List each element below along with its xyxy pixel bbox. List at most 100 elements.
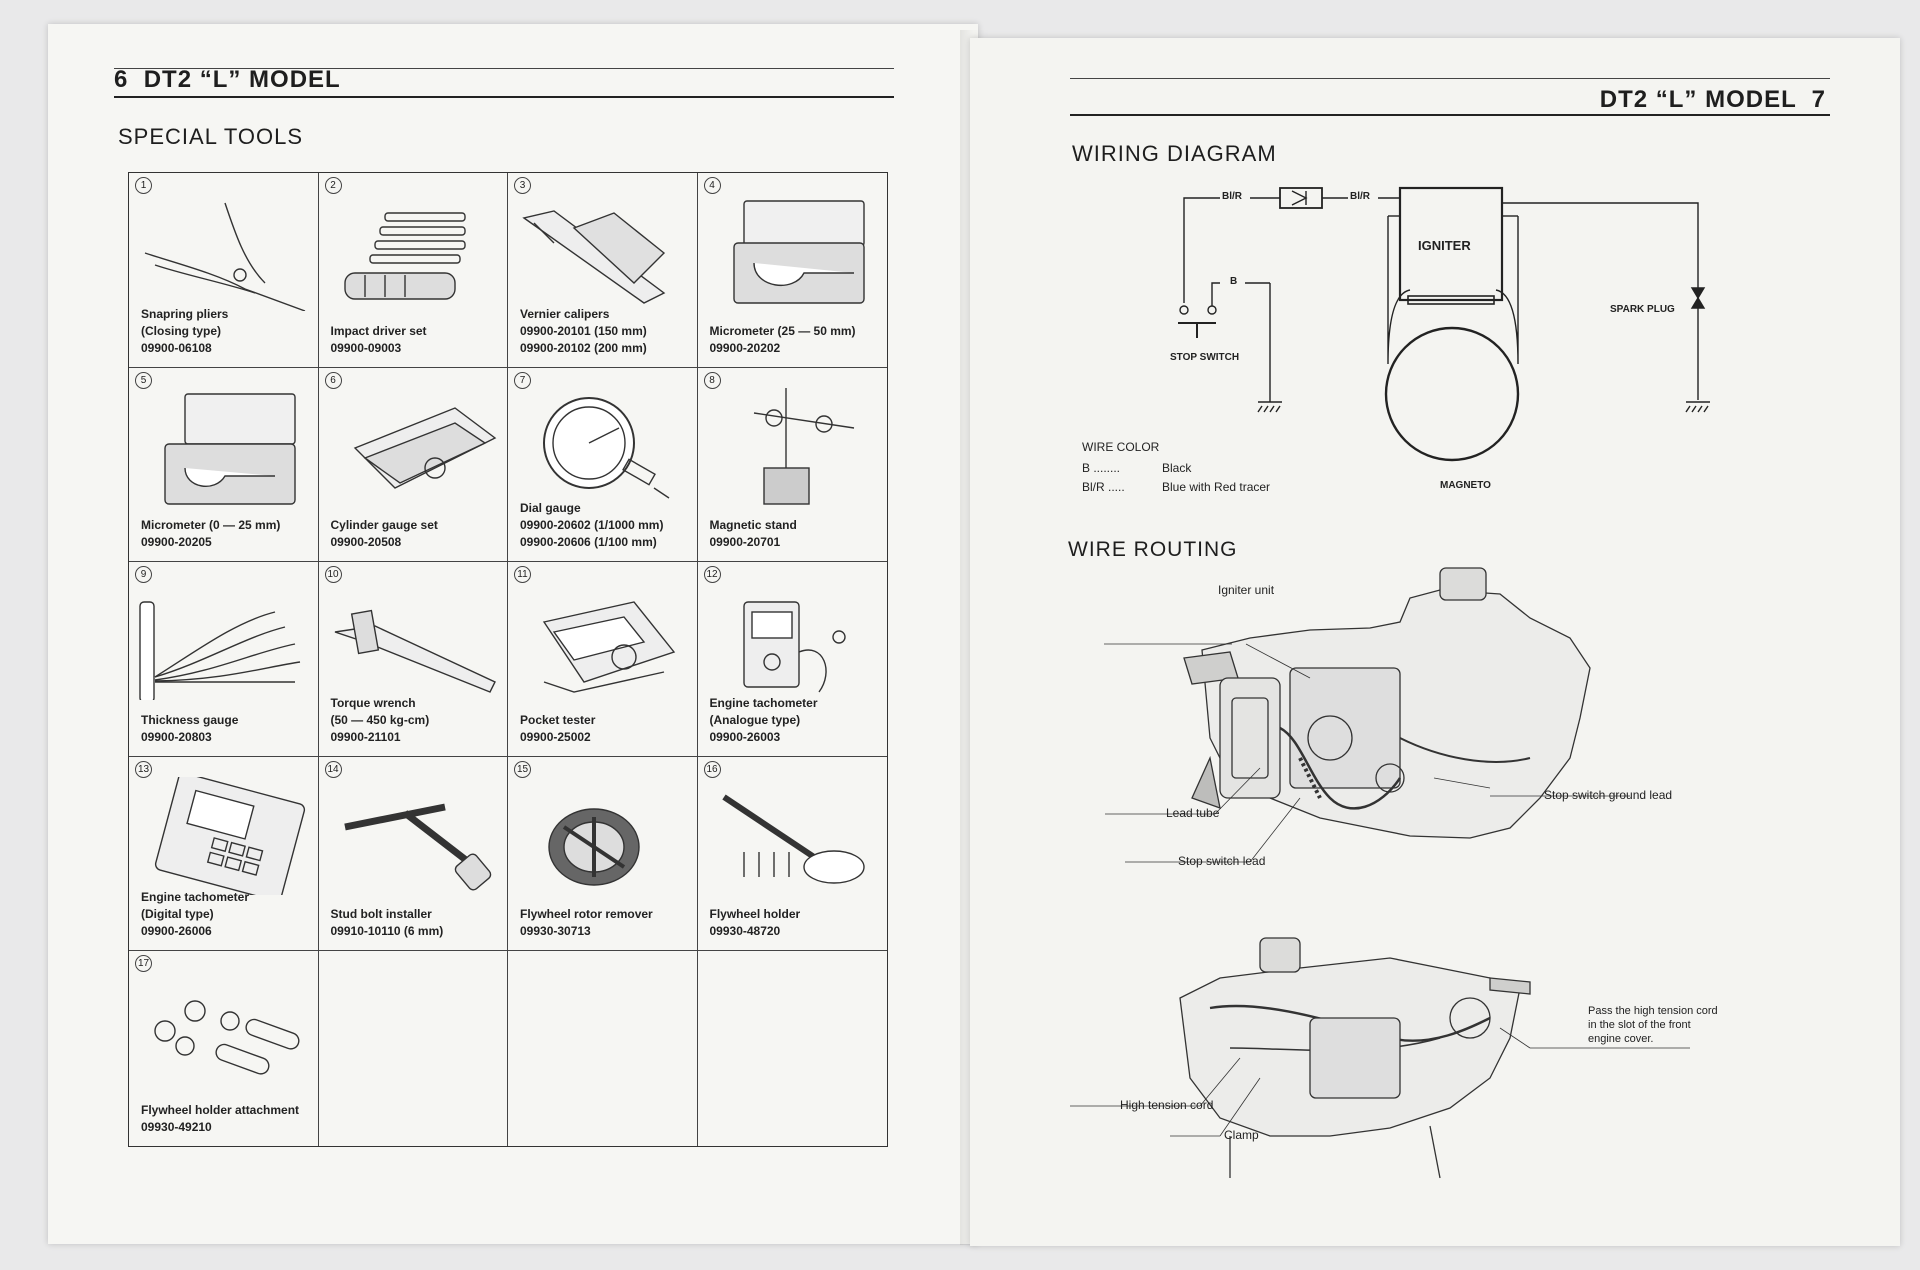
callout-high-tension-cord: High tension cord [1120, 1098, 1214, 1112]
analogue-tachometer-icon [742, 601, 846, 693]
tool-number: 3 [514, 177, 531, 194]
wiring-diagram-title: WIRING DIAGRAM [1072, 141, 1277, 166]
tool-caption-line: Thickness gauge [141, 712, 239, 727]
tool-caption-line: 09900-06108 [141, 340, 212, 355]
tool-number: 17 [135, 955, 152, 973]
callout-stop-switch-ground-lead: Stop switch ground lead [1544, 788, 1673, 802]
micrometer-small-icon [164, 392, 296, 505]
flywheel-holder-attachment-icon [154, 1000, 300, 1075]
tool-number: 9 [135, 566, 152, 584]
tool-caption-line: Impact driver set [330, 323, 427, 338]
empty-tool-cell [698, 951, 888, 1146]
tool-caption-line: Pocket tester [520, 712, 596, 727]
tool-caption-line: (Analogue type) [709, 712, 801, 727]
tool-number: 4 [703, 177, 721, 194]
tool-caption: Micrometer (25 — 50 mm) 09900-20202 [710, 323, 856, 357]
wire-color-legend: WIRE COLOR B ........ Black Bl/R ..... B… [1082, 438, 1270, 497]
tool-number: 8 [703, 371, 721, 389]
tool-caption: Vernier calipers 09900-20101 (150 mm) 0990… [520, 306, 647, 357]
tool-number: 13 [135, 760, 152, 778]
callout-pass-cord-line: in the slot of the front [1588, 1019, 1691, 1031]
wire-color-title: WIRE COLOR [1082, 440, 1160, 454]
callout-pass-cord: Pass the high tension cord in the slot o… [1588, 1004, 1718, 1046]
left-header-title: DT2 “L” MODEL [143, 66, 341, 93]
tool-caption-line: 09900-09003 [330, 340, 402, 355]
tool-caption: Stud bolt installer 09910-10110 (6 mm) [331, 906, 444, 940]
vernier-calipers-icon [522, 210, 666, 304]
flywheel-holder-icon [721, 794, 865, 884]
impact-driver-icon [343, 212, 466, 300]
tool-caption: Torque wrench(50 — 450 kg-cm)09900-21101 [331, 695, 430, 746]
tool-caption-line: 09900-20102 (200 mm) [520, 340, 647, 355]
stud-bolt-installer-icon [343, 803, 491, 891]
tool-caption: Engine tachometer(Analogue type)09900-26… [710, 695, 818, 746]
pocket-tester-icon [542, 601, 676, 693]
tool-caption-line: Snapring pliers [141, 306, 229, 321]
tool-number: 11 [514, 566, 531, 584]
tool-caption-line: Flywheel holder [709, 907, 801, 922]
tool-number: 12 [703, 566, 721, 584]
wire-label-top-right: Bl/R [1350, 191, 1370, 202]
tool-number: 15 [514, 760, 531, 778]
callout-igniter-unit: Igniter unit [1218, 583, 1275, 597]
tool-number: 16 [703, 760, 721, 778]
callout-stop-switch-lead: Stop switch lead [1178, 854, 1266, 868]
tool-caption-line: Torque wrench [330, 695, 416, 710]
cylinder-gauge-icon [353, 406, 496, 489]
special-tools-title: SPECIAL TOOLS [118, 124, 304, 149]
tool-caption-line: Stud bolt installer [330, 907, 432, 922]
tool-caption-line: 09900-20202 [709, 340, 781, 355]
tool-caption-line: Flywheel holder attachment [141, 1103, 300, 1117]
tool-caption-line: 09930-30713 [520, 924, 591, 939]
tool-caption-line: Vernier calipers [520, 306, 610, 321]
tool-caption-line: 09900-20101 (150 mm) [520, 323, 647, 338]
snapring-pliers-icon [144, 202, 306, 311]
tool-caption-line: 09910-10110 (6 mm) [330, 924, 444, 939]
igniter-label: IGNITER [1418, 238, 1471, 253]
magneto-label: MAGNETO [1440, 480, 1491, 491]
digital-tachometer-icon [154, 776, 306, 895]
tool-caption-line: (50 — 450 kg-cm) [330, 712, 430, 727]
tool-caption-line: (Digital type) [141, 907, 214, 922]
tool-caption-line: Micrometer (25 — 50 mm) [709, 323, 856, 338]
tool-number: 5 [135, 371, 152, 389]
thickness-gauge-icon [139, 601, 301, 701]
tool-number: 7 [514, 371, 531, 389]
spark-plug-label: SPARK PLUG [1610, 304, 1675, 315]
wire-color-code: B ........ [1082, 461, 1121, 475]
tool-caption: Engine tachometer(Digital type)09900-260… [141, 889, 249, 940]
tool-caption-line: (Closing type) [141, 323, 221, 338]
right-header-title: DT2 “L” MODEL [1599, 86, 1797, 113]
tool-caption: Impact driver set 09900-09003 [331, 323, 427, 357]
wire-color-desc: Blue with Red tracer [1162, 480, 1271, 494]
callout-clamp: Clamp [1224, 1128, 1259, 1142]
tool-number: 6 [324, 371, 342, 389]
right-page-number: 7 [1811, 86, 1826, 113]
wire-color-row: Bl/R ..... Blue with Red tracer [1082, 478, 1270, 497]
left-header-top-rule [114, 68, 894, 69]
tool-caption-line: 09900-25002 [520, 729, 591, 744]
tool-caption-line: 09900-20205 [141, 535, 212, 550]
right-header-rule [1070, 114, 1830, 116]
tool-caption: Micrometer (0 — 25 mm)09900-20205 [141, 517, 280, 551]
tool-caption-line: 09900-26006 [141, 924, 212, 939]
left-page-number: 6 [114, 66, 129, 93]
torque-wrench-icon [334, 609, 496, 694]
tool-caption-line: Engine tachometer [709, 695, 818, 710]
empty-tool-cell [319, 951, 508, 1146]
wiring-diagram-drawing [1178, 186, 1710, 462]
left-header-rule [114, 96, 894, 98]
